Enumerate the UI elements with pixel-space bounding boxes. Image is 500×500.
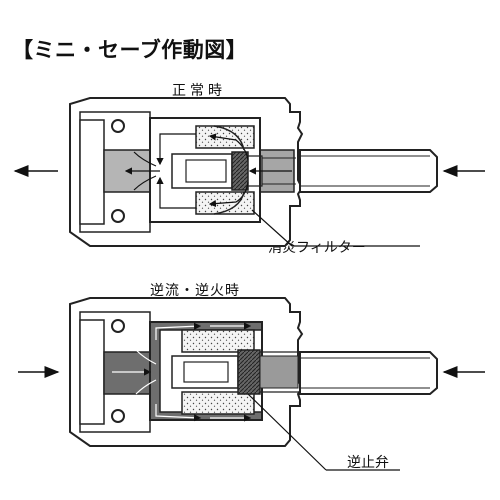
normal-operation-label: 正常時 (172, 83, 226, 99)
o-ring-icon (111, 209, 125, 223)
check-valve-seal-bottom (237, 349, 261, 395)
reverse-flow-label: 逆流・逆火時 (150, 283, 240, 299)
hose-nipple-top (299, 149, 438, 193)
flame-filter-label: 消炎フィルター (268, 240, 366, 256)
flame-filter-bottom-lower (181, 391, 255, 415)
check-valve-seal-top (231, 151, 249, 191)
o-ring-icon (111, 119, 125, 133)
check-valve-leader-line (247, 393, 327, 471)
hose-nipple-bottom (299, 351, 438, 395)
reverse-flow-diagram (18, 297, 485, 471)
filter-leader-line (251, 209, 293, 247)
check-valve-label: 逆止弁 (347, 455, 389, 471)
normal-operation-diagram (13, 97, 485, 247)
diagram-title: 【ミニ・セーブ作動図】 (12, 38, 248, 62)
flame-filter-bottom-upper (181, 329, 255, 353)
o-ring-icon (111, 409, 125, 423)
o-ring-icon (111, 319, 125, 333)
